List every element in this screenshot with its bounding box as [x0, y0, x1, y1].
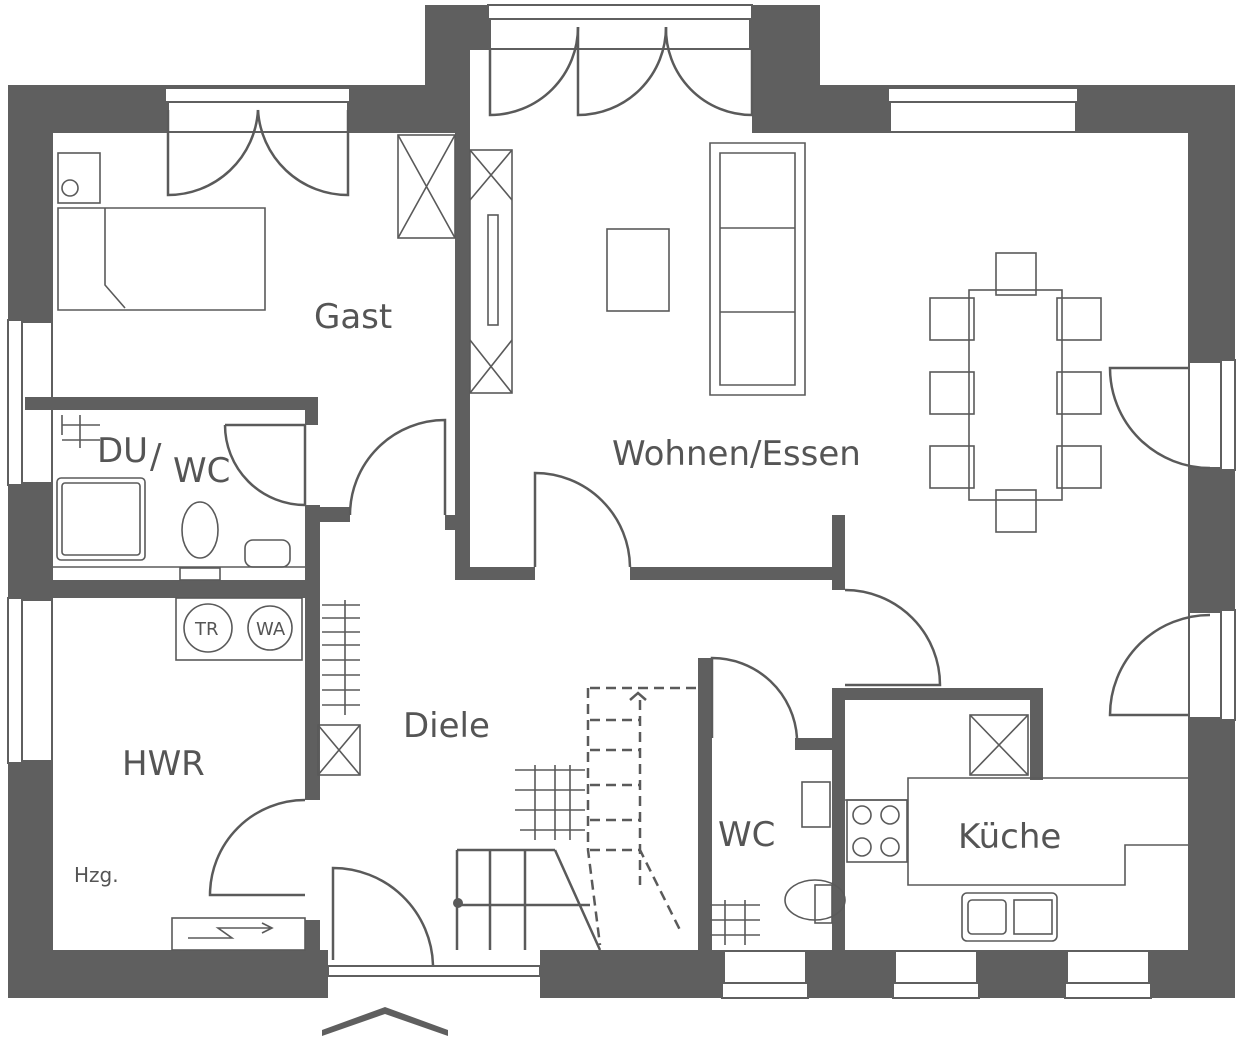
room-label-gast: Gast: [314, 297, 392, 337]
room-label-diele: Diele: [403, 706, 490, 746]
interior-walls: [25, 133, 1043, 950]
room-label-du-wc: WC: [173, 451, 230, 491]
washer-label: WA: [256, 619, 286, 640]
room-label-kueche: Küche: [958, 817, 1061, 857]
room-label-wohnen-essen: Wohnen/Essen: [612, 434, 861, 474]
room-label-wc: WC: [718, 815, 775, 855]
dryer-label: TR: [194, 619, 219, 640]
entrance-arrow-icon: [322, 1007, 448, 1036]
room-label-slash: /: [150, 437, 162, 477]
room-label-du: DU: [97, 431, 148, 471]
furniture: [53, 134, 1188, 951]
heating-label: Hzg.: [74, 863, 119, 887]
doors: [166, 26, 1211, 966]
room-label-hwr: HWR: [122, 744, 205, 784]
windows: [7, 4, 1236, 999]
